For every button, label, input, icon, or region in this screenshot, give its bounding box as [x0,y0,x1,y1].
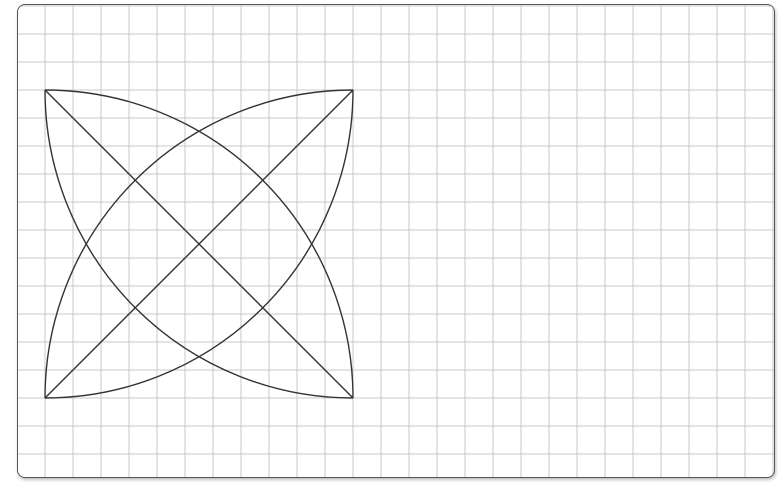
geometric-figure [44,89,354,399]
grid-board [17,4,775,478]
diagonal-tr-bl [44,89,354,399]
arc-top-right-to-bottom-left-lower [44,89,354,399]
grid-lines [18,5,774,477]
grid-canvas [18,5,774,477]
arc-top-right-to-bottom-left-upper [44,89,354,399]
arc-top-left-to-bottom-right-upper [44,89,354,399]
arc-top-left-to-bottom-right-lower [44,89,354,399]
